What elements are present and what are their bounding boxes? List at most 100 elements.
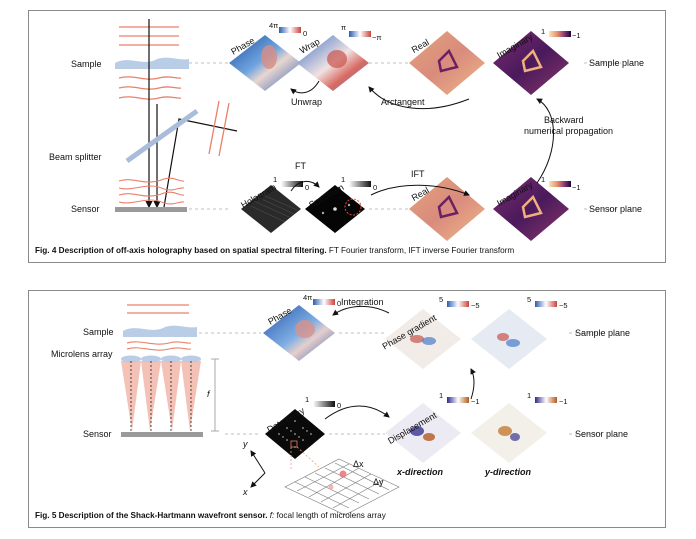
phase-scale-min: 0 bbox=[303, 29, 308, 38]
imaginary-bottom-colorbar bbox=[549, 181, 571, 187]
ift-arrow bbox=[370, 184, 470, 196]
figure-4-caption-title: Fig. 4 Description of off-axis holograph… bbox=[35, 246, 327, 255]
disp-x-colorbar bbox=[447, 397, 469, 403]
phase-colorbar-5 bbox=[313, 299, 335, 305]
disp1-scale-max: 1 bbox=[439, 391, 444, 400]
dots-to-displacement-arrow bbox=[324, 405, 390, 420]
figure-5-graphics bbox=[121, 299, 604, 516]
disp2-scale-min: −1 bbox=[559, 397, 568, 406]
microlens-array bbox=[121, 355, 201, 363]
interference-waves bbox=[118, 177, 185, 205]
sample-shape bbox=[115, 57, 189, 69]
distorted-waves-5 bbox=[126, 341, 192, 351]
phase-scale-max: 4π bbox=[269, 21, 279, 30]
figure-4-graphics bbox=[115, 19, 621, 241]
label-backward: Backward bbox=[544, 115, 584, 125]
wrap-scale-max: π bbox=[341, 23, 347, 32]
spec-scale-min: 0 bbox=[373, 183, 378, 192]
figure-4-caption: Fig. 4 Description of off-axis holograph… bbox=[35, 246, 514, 255]
imaginary-map-top bbox=[493, 31, 569, 95]
phase-colorbar bbox=[279, 27, 301, 33]
phase5-scale-max: 4π bbox=[303, 293, 313, 302]
label-y-direction: y-direction bbox=[485, 467, 532, 477]
figure-5-caption-text: focal length of microlens array bbox=[274, 511, 386, 520]
label-sample-plane: Sample plane bbox=[589, 58, 645, 68]
hologram-colorbar bbox=[281, 181, 303, 187]
ft-arrow bbox=[290, 181, 320, 192]
axis-label-x: x bbox=[243, 487, 248, 497]
wrap-scale-min: −π bbox=[372, 33, 382, 42]
phase-gradient-y-map bbox=[471, 309, 547, 369]
grad1-scale-max: 5 bbox=[439, 295, 444, 304]
disp-y-colorbar bbox=[535, 397, 557, 403]
label-focal-length: f bbox=[207, 389, 210, 399]
sensor-bar bbox=[115, 207, 187, 212]
label-numerical-propagation: numerical propagation bbox=[524, 126, 614, 136]
sample-shape-5 bbox=[123, 325, 197, 337]
imaginary-map-bottom bbox=[493, 177, 569, 241]
sensor-bar-5 bbox=[121, 432, 203, 437]
plane-guides-5 bbox=[199, 332, 604, 435]
disp2-scale-max: 1 bbox=[527, 391, 532, 400]
figure-4-caption-text: FT Fourier transform, IFT inverse Fourie… bbox=[326, 246, 515, 255]
label-ft: FT bbox=[295, 161, 306, 171]
grad1-scale-min: −5 bbox=[471, 301, 480, 310]
reference-beam bbox=[163, 118, 238, 208]
grad-y-colorbar bbox=[535, 301, 557, 307]
zoomed-grid bbox=[284, 458, 400, 516]
grad2-scale-max: 5 bbox=[527, 295, 532, 304]
phase5-scale-min: 0 bbox=[337, 299, 342, 308]
dots-pattern bbox=[278, 420, 312, 448]
label-sample-plane-5: Sample plane bbox=[575, 328, 631, 338]
label-delta-y: Δy bbox=[373, 477, 384, 487]
unwrap-arrow bbox=[290, 80, 320, 95]
label-integration: Integration bbox=[341, 297, 384, 307]
beam-splitter bbox=[125, 108, 199, 164]
holo-scale-max: 1 bbox=[273, 175, 278, 184]
imag-bottom-scale-min: −1 bbox=[572, 183, 581, 192]
spec-scale-max: 1 bbox=[341, 175, 346, 184]
wrap-colorbar bbox=[349, 31, 371, 37]
label-beam-splitter: Beam splitter bbox=[49, 152, 102, 162]
label-delta-x: Δx bbox=[353, 459, 364, 469]
displacement-to-gradient-arrow bbox=[470, 368, 476, 400]
figure-5-caption-italic: f: bbox=[267, 511, 275, 520]
label-sensor-plane-5: Sensor plane bbox=[575, 429, 629, 439]
grad-x-colorbar bbox=[447, 301, 469, 307]
dots-scale-min: 0 bbox=[337, 401, 342, 410]
holo-scale-min: 0 bbox=[305, 183, 310, 192]
imag-bottom-scale-max: 1 bbox=[541, 175, 546, 184]
imag-top-scale-max: 1 bbox=[541, 27, 546, 36]
focus-cones bbox=[121, 361, 201, 431]
coordinate-axes bbox=[250, 450, 266, 488]
label-unwrap: Unwrap bbox=[291, 97, 323, 107]
label-sensor-5: Sensor bbox=[83, 429, 112, 439]
figure-5: Sample Microlens array f Sensor Phase 4π… bbox=[28, 290, 666, 528]
label-x-direction: x-direction bbox=[397, 467, 444, 477]
distorted-waves bbox=[118, 76, 182, 100]
axis-label-y: y bbox=[243, 439, 248, 449]
integration-arrow bbox=[332, 306, 390, 316]
figure-5-caption: Fig. 5 Description of the Shack-Hartmann… bbox=[35, 511, 386, 520]
imag-top-scale-min: −1 bbox=[572, 31, 581, 40]
filter-window bbox=[344, 198, 362, 216]
figure-4: Sample Beam splitter Sensor Phase 4π 0 W… bbox=[28, 10, 666, 263]
label-sample-5: Sample bbox=[83, 327, 114, 337]
backward-propagation-arrow bbox=[536, 98, 554, 184]
label-sample: Sample bbox=[71, 59, 102, 69]
incident-waves-5 bbox=[127, 304, 189, 314]
imaginary-top-colorbar bbox=[549, 31, 571, 37]
label-sensor-plane: Sensor plane bbox=[589, 204, 643, 214]
plane-guides bbox=[189, 62, 621, 210]
figure-5-caption-title: Fig. 5 Description of the Shack-Hartmann… bbox=[35, 511, 268, 520]
zoom-guides bbox=[290, 446, 320, 471]
grad2-scale-min: −5 bbox=[559, 301, 568, 310]
arctangent-arrow bbox=[368, 86, 470, 110]
label-arctangent: Arctangent bbox=[381, 97, 425, 107]
real-map-top bbox=[409, 31, 485, 95]
dots-colorbar bbox=[313, 401, 335, 407]
label-ift: IFT bbox=[411, 169, 425, 179]
spectrum-colorbar bbox=[349, 181, 371, 187]
reference-waves bbox=[208, 100, 230, 157]
label-microlens-array: Microlens array bbox=[51, 349, 113, 359]
